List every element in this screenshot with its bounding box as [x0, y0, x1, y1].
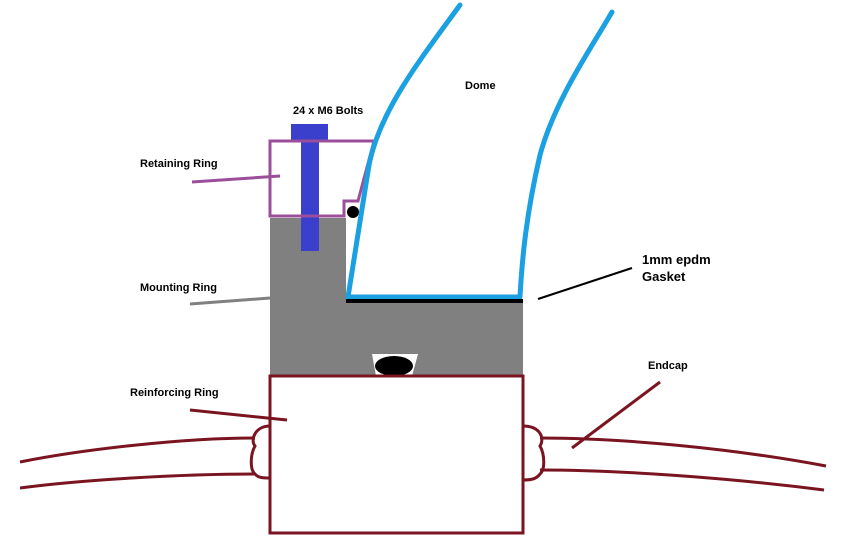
seat-oring — [347, 206, 359, 218]
endcap-right-upper — [539, 436, 827, 468]
label-dome: Dome — [465, 80, 496, 92]
retaining-ring — [268, 139, 376, 218]
label-reinforcing-ring: Reinforcing Ring — [130, 387, 219, 399]
dome-shell — [345, 2, 615, 300]
bolt-head — [291, 124, 328, 141]
bolt-shank — [301, 141, 319, 251]
endcap-left-upper — [19, 436, 256, 464]
label-gasket-line2: Gasket — [642, 269, 686, 284]
mounting-ring — [270, 218, 523, 376]
reinforcing-ring — [268, 374, 525, 535]
label-endcap: Endcap — [648, 360, 688, 372]
endcap-left-bead — [249, 424, 271, 480]
leader-mounting-ring — [189, 296, 271, 306]
label-gasket-line1: 1mm epdm — [642, 252, 711, 267]
oring — [375, 356, 413, 376]
leader-retaining-ring — [191, 174, 281, 184]
label-retaining-ring: Retaining Ring — [140, 158, 218, 170]
leader-gasket — [537, 267, 633, 300]
endcap-left-lower — [19, 472, 256, 490]
endcap-right-lower — [539, 468, 825, 492]
endcap-right-bead — [522, 424, 546, 482]
label-bolts: 24 x M6 Bolts — [293, 105, 363, 117]
label-mounting-ring: Mounting Ring — [140, 282, 217, 294]
leader-endcap — [571, 380, 661, 450]
leader-reinforcing-ring — [189, 408, 288, 422]
